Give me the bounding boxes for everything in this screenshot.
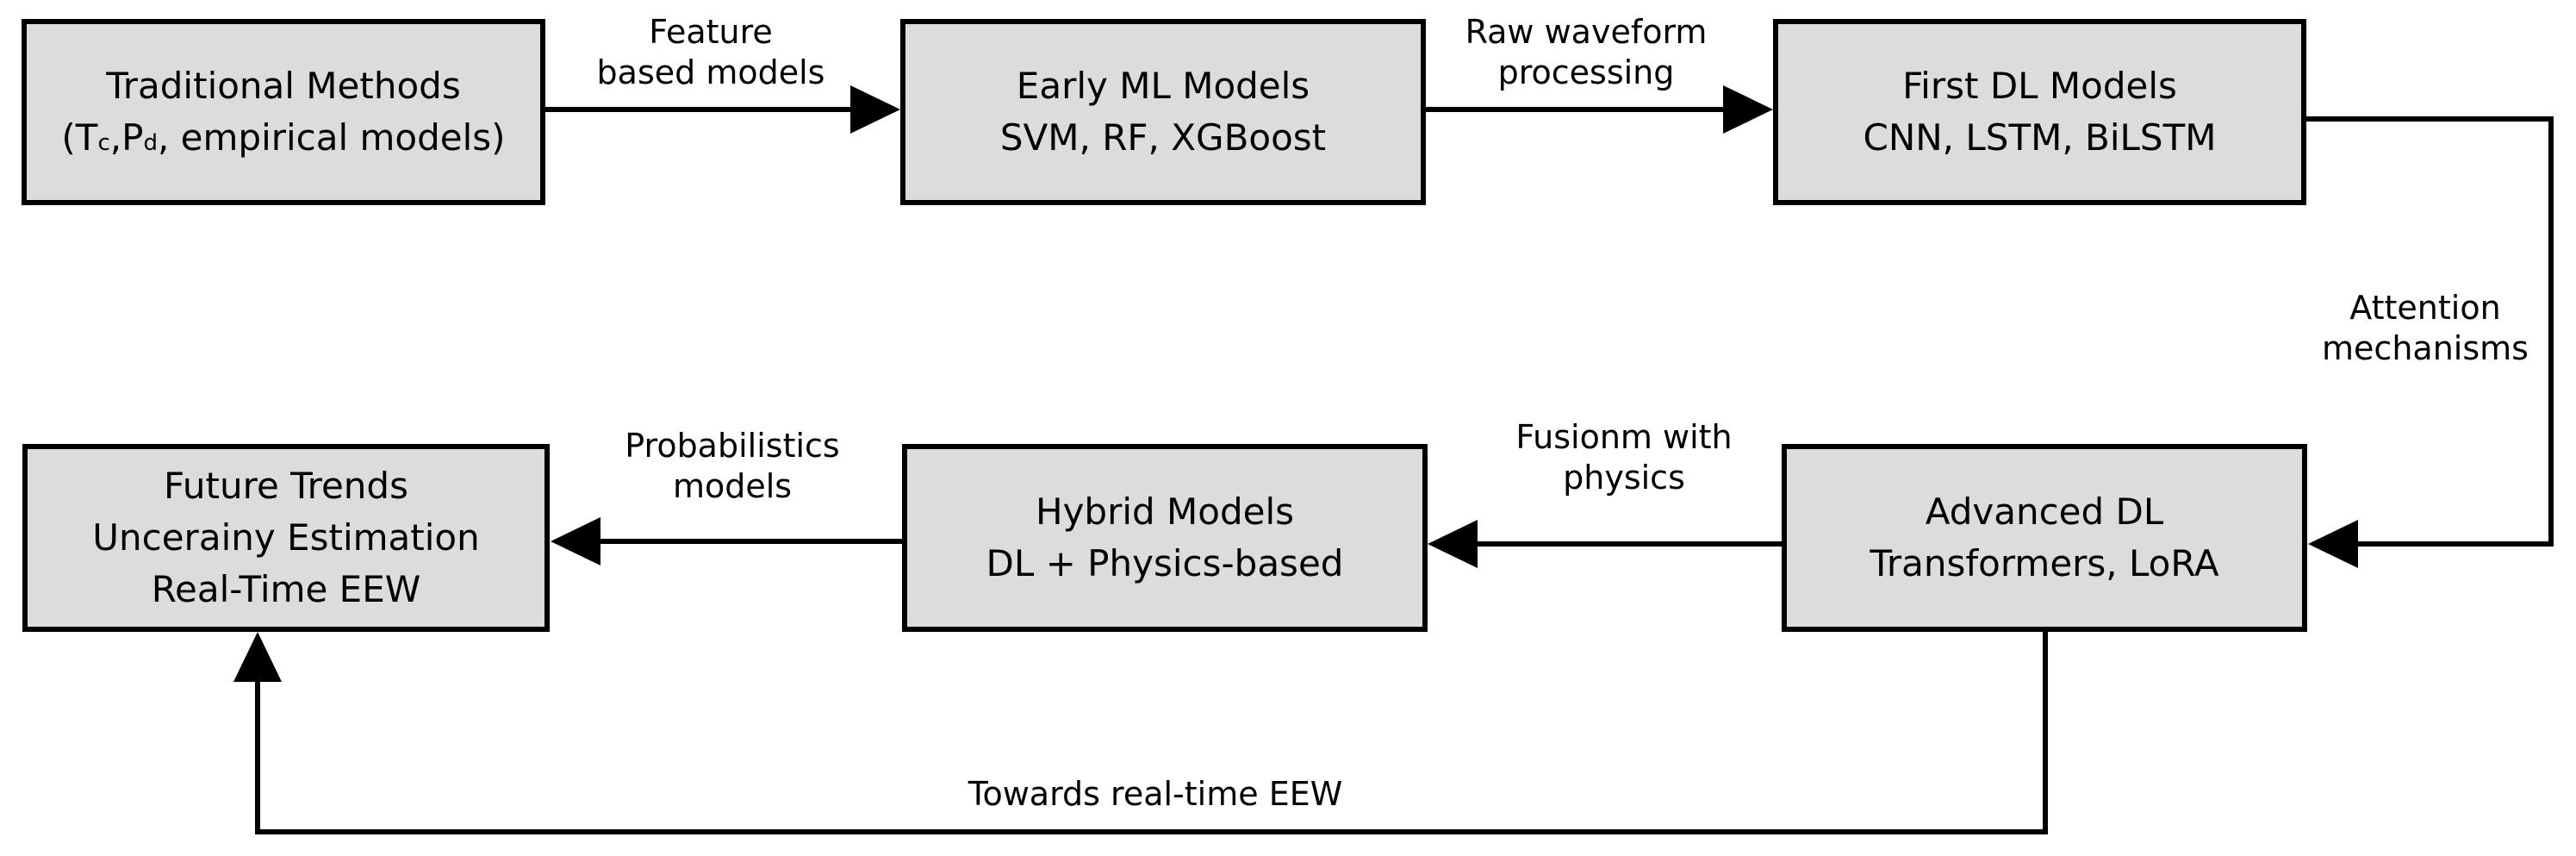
box-first-dl-models: First DL Models CNN, LSTM, BiLSTM	[1773, 19, 2306, 205]
box-early-ml-models: Early ML Models SVM, RF, XGBoost	[900, 19, 1426, 205]
box-title: Hybrid Models	[1035, 490, 1295, 533]
box-advanced-dl: Advanced DL Transformers, LoRA	[1782, 444, 2307, 632]
subscript-d: d	[143, 130, 158, 156]
arrowhead-left-icon	[1428, 520, 1478, 568]
arrowhead-up-icon	[233, 632, 282, 682]
arrowhead-right-icon	[1723, 85, 1773, 134]
arrow-label-attention-mechanisms: Attention mechanisms	[2322, 289, 2529, 367]
arrowhead-left-icon	[551, 517, 600, 565]
box-future-trends: Future Trends Uncerainy Estimation Real-…	[22, 444, 550, 632]
arrow-label-feature-based-models: Feature based models	[596, 13, 825, 91]
arrow-label-towards-realtime-eew: Towards real-time EEW	[968, 775, 1343, 813]
box-title: Advanced DL	[1925, 490, 2164, 533]
arrow-advanced-dl-to-future-trends-bottom	[233, 631, 2048, 834]
arrow-first-dl-to-advanced-dl	[2304, 116, 2554, 568]
arrow-label-raw-waveform-processing: Raw waveform processing	[1465, 13, 1708, 91]
box-subtitle-formula: (Tc,Pd, empirical models)	[61, 116, 506, 159]
box-subtitle: DL + Physics-based	[986, 542, 1344, 584]
box-subtitle: Transformers, LoRA	[1870, 542, 2219, 584]
box-title: Early ML Models	[1016, 65, 1310, 107]
box-title: Traditional Methods	[106, 65, 461, 107]
arrowhead-right-icon	[850, 85, 900, 134]
box-traditional-methods: Traditional Methods (Tc,Pd, empirical mo…	[22, 19, 545, 205]
connector-elbow	[255, 631, 2048, 834]
connector-elbow	[2304, 116, 2554, 547]
arrow-label-probabilistic-models: Probabilistics models	[625, 427, 840, 505]
box-subtitle: SVM, RF, XGBoost	[999, 116, 1327, 159]
arrow-early-ml-to-first-dl	[1425, 85, 1773, 134]
box-subtitle: Uncerainy Estimation	[92, 516, 480, 559]
box-subtitle: CNN, LSTM, BiLSTM	[1863, 116, 2217, 159]
arrow-label-fusion-with-physics: Fusionm with physics	[1515, 418, 1733, 497]
arrowhead-left-icon	[2308, 520, 2358, 568]
arrow-hybrid-to-future-trends	[551, 517, 902, 565]
box-title: Future Trends	[164, 465, 408, 507]
box-subtitle: Real-Time EEW	[151, 568, 421, 610]
arrow-traditional-to-early-ml	[544, 85, 900, 134]
box-hybrid-models: Hybrid Models DL + Physics-based	[902, 444, 1428, 632]
arrow-advanced-dl-to-hybrid	[1428, 520, 1782, 568]
box-title: First DL Models	[1902, 65, 2177, 107]
subscript-c: c	[97, 130, 110, 156]
